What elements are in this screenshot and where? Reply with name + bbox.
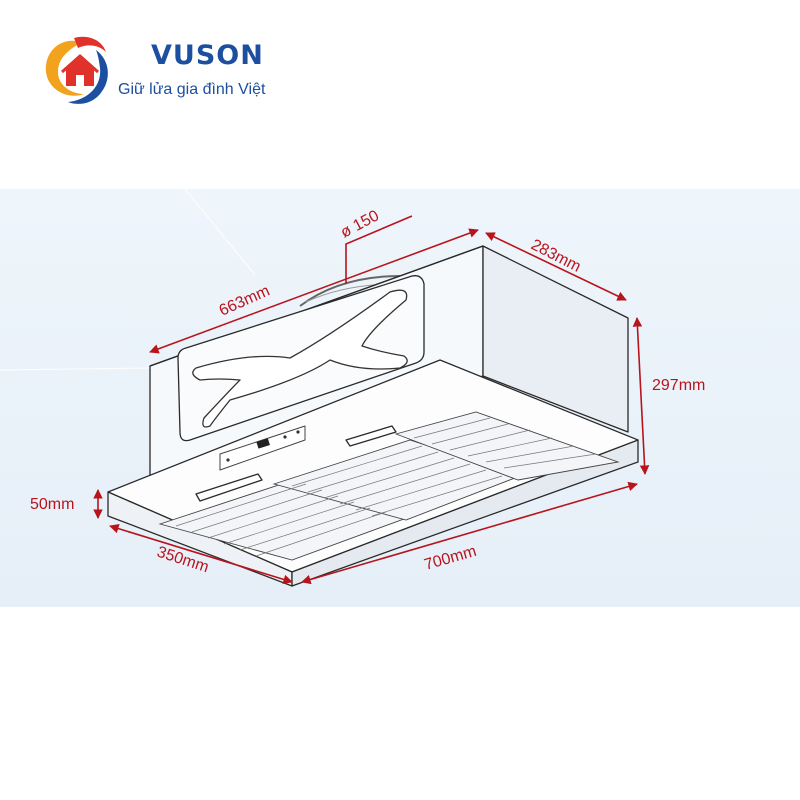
dim-leader-duct [345,215,413,284]
dim-label-top-depth: 283mm [528,236,583,275]
brand-header: VUSON Giữ lửa gia đình Việt [38,30,298,110]
dim-line-top-length [149,228,479,354]
dim-label-top-length: 663mm [217,282,273,319]
brand-slogan: Giữ lửa gia đình Việt [118,81,266,98]
dim-label-duct-diameter: ø 150 [338,207,382,241]
dim-line-bottom-depth [109,523,293,585]
power-button-icon [226,458,230,462]
dimension-lines [93,215,650,585]
dim-line-top-depth [485,232,627,301]
lamp-right [345,425,397,447]
light-button-icon [283,435,287,439]
fan-button-icon [296,430,300,434]
dim-label-bottom-length: 700mm [422,543,478,574]
dim-label-height: 297mm [652,377,705,394]
vuson-logo-icon [45,36,108,104]
dim-line-height [632,317,650,475]
lamp-left [195,473,263,502]
dim-line-bottom-length [301,481,638,585]
hood-body [107,245,639,587]
filter-right [394,411,620,481]
dim-label-front-thickness: 50mm [30,496,74,513]
brand-name: VUSON [151,40,264,71]
display-icon [256,438,270,449]
